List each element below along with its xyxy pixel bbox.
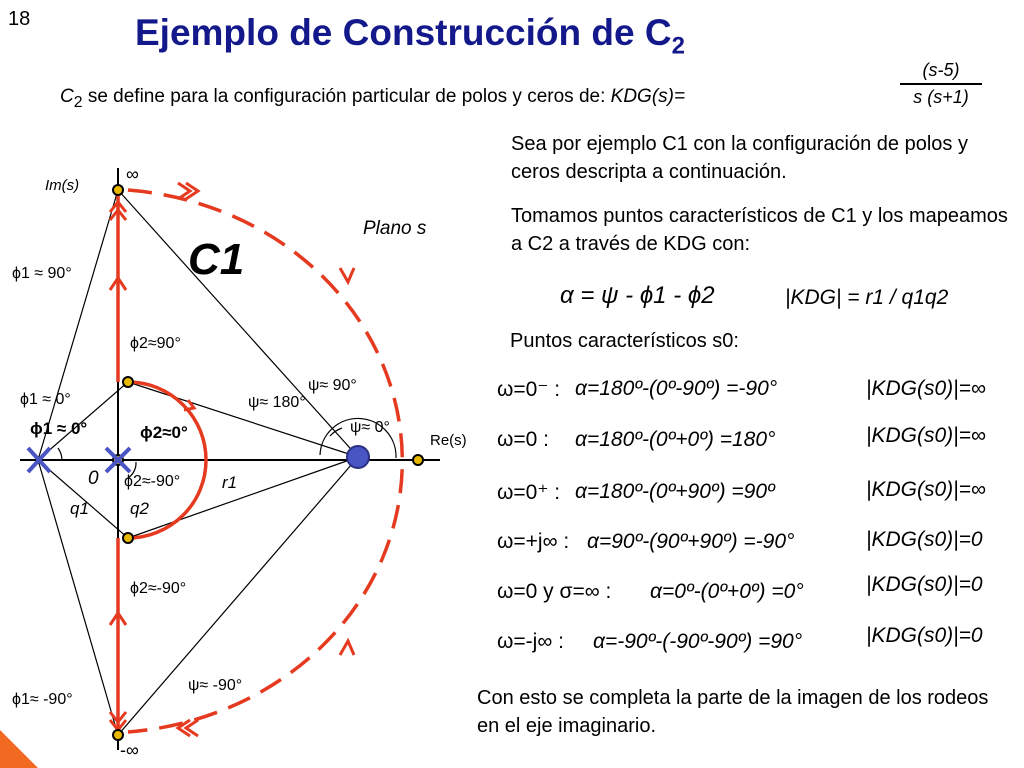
definition-line: C2 se define para la configuración parti…: [60, 86, 685, 112]
q2-label: q2: [130, 499, 149, 518]
def-c: C: [60, 86, 74, 107]
row-2-kdg: |KDG(s0)|=∞: [866, 424, 986, 447]
phi1-0-label: ϕ1 ≈ 0°: [20, 391, 71, 408]
row-5-alpha: α=0º-(0º+0º) =0°: [650, 580, 804, 603]
psi-180-label: ψ≈ 180°: [248, 394, 306, 411]
phi1-0b-label: ϕ1 ≈ 0°: [30, 419, 87, 438]
magnitude-formula: |KDG| = r1 / q1q2: [785, 286, 949, 309]
characteristic-points: [112, 184, 424, 741]
row-3-kdg: |KDG(s0)|=∞: [866, 478, 986, 501]
row-3-alpha: α=180º-(0º+90º) =90º: [575, 480, 775, 503]
row-2-alpha: α=180º-(0º+0º) =180°: [575, 428, 776, 451]
def-c-sub: 2: [73, 93, 83, 111]
row-2-omega: ω=0 :: [497, 428, 550, 451]
title-sub: 2: [671, 32, 685, 60]
transfer-fraction: (s-5) s (s+1): [900, 60, 982, 108]
plane-label: Plano s: [363, 218, 427, 239]
contour-label: C1: [188, 235, 244, 284]
def-text: se define para la configuración particul…: [82, 86, 611, 107]
slide-corner-decoration: [0, 730, 38, 768]
slide-title: Ejemplo de Construcción de C2: [135, 12, 685, 60]
origin-label: 0: [88, 468, 99, 489]
row-1-alpha: α=180º-(0º-90º) =-90°: [575, 377, 778, 400]
q1-label: q1: [70, 499, 89, 518]
zero-point: [346, 445, 370, 469]
row-4-alpha: α=90º-(90º+90º) =-90°: [587, 530, 795, 553]
psi-90-label: ψ≈ 90°: [308, 377, 357, 394]
row-6-alpha: α=-90º-(-90º-90º) =90°: [593, 630, 803, 653]
poles: [26, 446, 132, 474]
row-5-kdg: |KDG(s0)|=0: [866, 573, 983, 596]
title-main: Ejemplo de Construcción de C: [135, 12, 672, 53]
phi2-0-label: ϕ2≈0°: [140, 423, 188, 442]
row-6-omega: ω=-j∞ :: [497, 630, 564, 653]
def-kdg: KDG(s)=: [610, 86, 686, 107]
row-5-omega: ω=0 y σ=∞ :: [497, 580, 612, 603]
row-3-omega: ω=0⁺ :: [497, 481, 561, 504]
slide-number: 18: [8, 8, 31, 30]
row-4-omega: ω=+j∞ :: [497, 530, 570, 553]
intro-paragraph-2: Tomamos puntos característicos de C1 y l…: [511, 205, 1008, 255]
intro-paragraph-1: Sea por ejemplo C1 con la configuración …: [511, 133, 968, 183]
im-axis-label: Im(s): [45, 177, 79, 194]
phi2-neg90b-label: ϕ2≈-90°: [130, 580, 186, 597]
conclusion-paragraph: Con esto se completa la parte de la imag…: [477, 687, 989, 737]
phi2-neg90-label: ϕ2≈-90°: [124, 473, 180, 490]
vector-lines: [37, 189, 359, 736]
contour-c1: [116, 188, 405, 734]
row-6-kdg: |KDG(s0)|=0: [866, 624, 983, 647]
infinity-top: ∞: [126, 164, 139, 184]
row-4-kdg: |KDG(s0)|=0: [866, 528, 983, 551]
phi1-neg90-label: ϕ1≈ -90°: [12, 691, 73, 708]
phi2-90-label: ϕ2≈90°: [130, 335, 181, 352]
angle-arcs: [57, 417, 397, 479]
infinity-bottom: -∞: [120, 740, 139, 760]
psi-0-label: ψ≈ 0°: [350, 419, 390, 436]
row-1-omega: ω=0⁻ :: [497, 378, 561, 401]
fraction-denominator: s (s+1): [913, 87, 969, 107]
puntos-label: Puntos característicos s0:: [510, 330, 739, 352]
fraction-bar: [900, 83, 982, 85]
contour-arrows: [108, 181, 356, 738]
fraction-numerator: (s-5): [922, 60, 960, 80]
alpha-formula: α = ψ - ϕ1 - ϕ2: [560, 282, 715, 309]
r1-label: r1: [222, 473, 237, 492]
row-1-kdg: |KDG(s0)|=∞: [866, 377, 986, 400]
re-axis-label: Re(s): [430, 432, 467, 449]
psi-neg90-label: ψ≈ -90°: [188, 677, 242, 694]
phi1-90-label: ϕ1 ≈ 90°: [12, 265, 72, 282]
